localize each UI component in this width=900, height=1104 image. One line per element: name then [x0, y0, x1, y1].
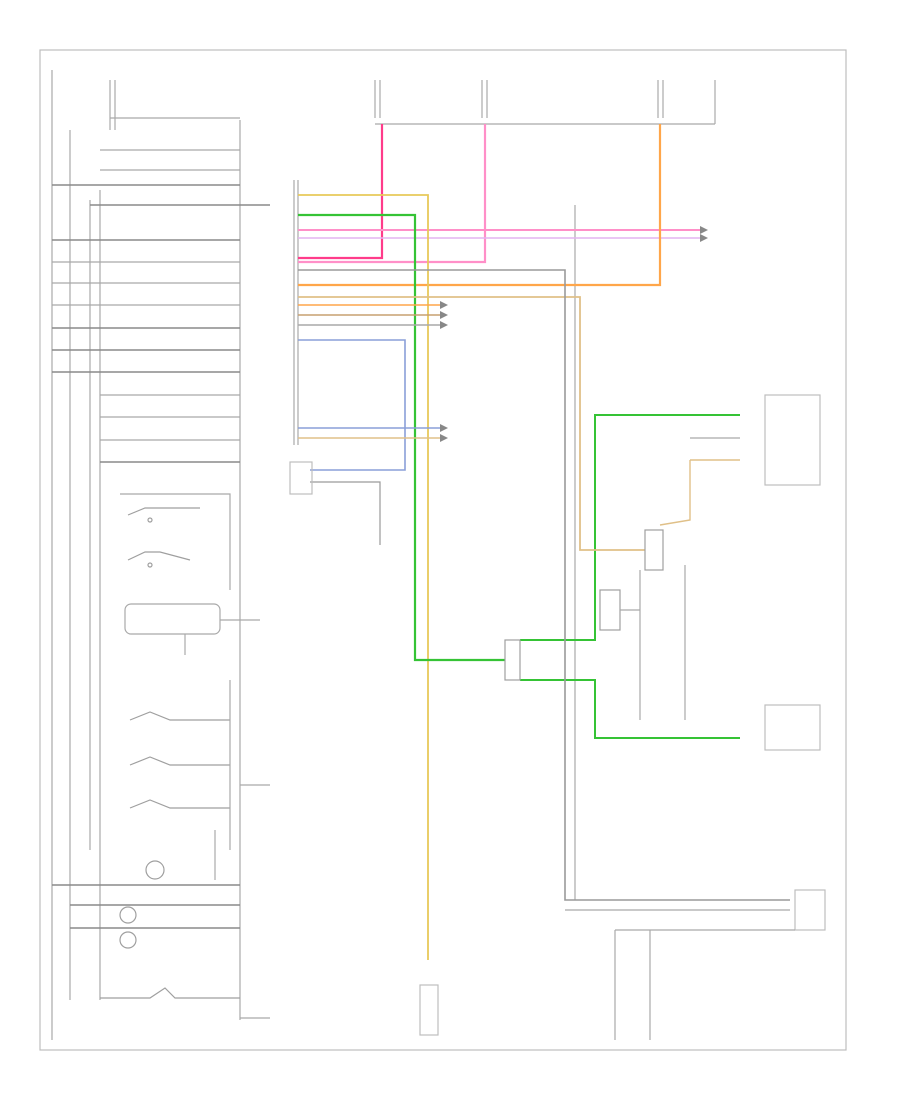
pink-feed-wire [298, 124, 384, 260]
diagram-frame [39, 49, 847, 1051]
lower-right-module [764, 704, 821, 751]
tan-module-wire [659, 459, 740, 526]
fuel-sender-switch [129, 711, 230, 721]
relay-components [504, 529, 686, 720]
green-wire-lower [520, 679, 740, 739]
arrow-icon [700, 234, 708, 242]
relay-block [644, 529, 664, 571]
instrument-cluster [51, 70, 270, 1040]
arrow-icon [440, 434, 448, 442]
arrow-icon [440, 321, 448, 329]
ground-lead [310, 481, 381, 545]
bottom-connector [419, 984, 439, 1036]
right-turn-lamp [119, 931, 137, 949]
arrow-icon [440, 311, 448, 319]
arrow-icon [440, 424, 448, 432]
upper-right-module [764, 394, 821, 486]
tan-wire [298, 296, 645, 551]
switch-contact [147, 562, 153, 568]
pink-feed-wire-2 [298, 124, 487, 264]
cluster-indicator-rows [52, 149, 270, 463]
center-connector [293, 180, 576, 900]
switch-contact [147, 517, 153, 523]
green-wire-upper [520, 414, 740, 641]
oil-pressure-switch [129, 799, 230, 809]
orange-feed-wire [298, 124, 662, 287]
arrow-icon [700, 226, 708, 234]
yellow-long-wire [298, 194, 429, 960]
blue-loop-wire [298, 339, 406, 471]
speedometer-switch [127, 507, 200, 516]
speedometer-enclosure [120, 493, 231, 590]
gray-long-wire [298, 269, 790, 901]
ground-connector-box [289, 461, 313, 495]
arrow-icon [440, 301, 448, 309]
bottom-right-module [794, 889, 826, 931]
bottom-right-harness [614, 929, 795, 1040]
voltage-regulator-box [124, 603, 221, 635]
tachometer-switch [127, 551, 191, 561]
temp-sender-switch [129, 756, 230, 766]
relay-block [504, 639, 521, 681]
left-turn-lamp [119, 906, 137, 924]
cluster-illumination-lamp [145, 860, 165, 880]
top-connectors [374, 80, 716, 125]
relay-block [599, 589, 621, 631]
cluster-ground-switch [100, 987, 240, 999]
